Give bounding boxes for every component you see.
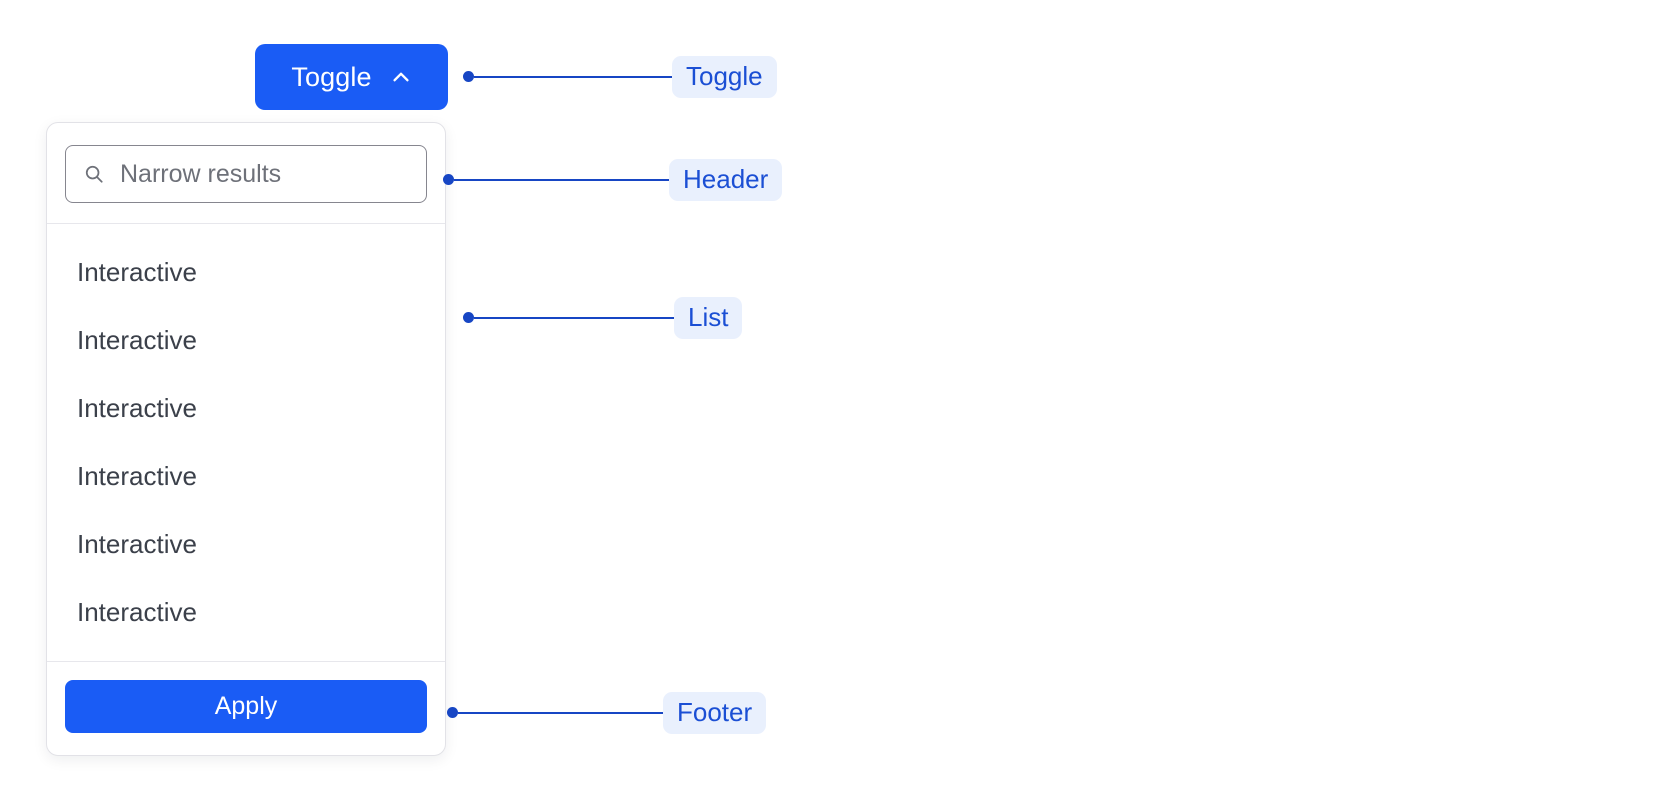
toggle-button-label: Toggle bbox=[291, 61, 372, 92]
annotation-label: Header bbox=[669, 159, 783, 201]
annotation-list: List bbox=[463, 297, 743, 339]
dropdown-header bbox=[47, 123, 445, 224]
list-item[interactable]: Interactive bbox=[77, 460, 197, 491]
annotation-toggle: Toggle bbox=[463, 56, 777, 98]
annotation-line bbox=[458, 712, 663, 714]
annotation-dot bbox=[443, 174, 454, 186]
annotation-line bbox=[474, 317, 674, 319]
annotation-dot bbox=[463, 71, 474, 83]
annotation-footer: Footer bbox=[447, 692, 767, 734]
search-icon bbox=[83, 163, 105, 185]
list-item[interactable]: Interactive bbox=[77, 596, 197, 627]
dropdown-list: Interactive Interactive Interactive Inte… bbox=[47, 224, 445, 661]
annotation-dot bbox=[463, 312, 474, 324]
chevron-up-icon bbox=[390, 66, 412, 88]
search-field[interactable] bbox=[65, 145, 427, 203]
annotation-line bbox=[474, 76, 672, 78]
apply-button[interactable]: Apply bbox=[65, 680, 427, 733]
list-item[interactable]: Interactive bbox=[77, 324, 197, 355]
annotation-dot bbox=[447, 707, 458, 719]
annotation-label: Footer bbox=[663, 692, 767, 734]
search-input[interactable] bbox=[66, 146, 426, 202]
list-item[interactable]: Interactive bbox=[77, 392, 197, 423]
annotation-label: List bbox=[674, 297, 743, 339]
annotation-label: Toggle bbox=[672, 56, 777, 98]
dropdown-panel: Interactive Interactive Interactive Inte… bbox=[46, 122, 446, 756]
list-item[interactable]: Interactive bbox=[77, 528, 197, 559]
annotation-line bbox=[454, 179, 669, 181]
list-item[interactable]: Interactive bbox=[77, 256, 197, 287]
toggle-button[interactable]: Toggle bbox=[255, 44, 448, 110]
annotation-header: Header bbox=[443, 159, 783, 201]
dropdown-footer: Apply bbox=[47, 661, 445, 755]
